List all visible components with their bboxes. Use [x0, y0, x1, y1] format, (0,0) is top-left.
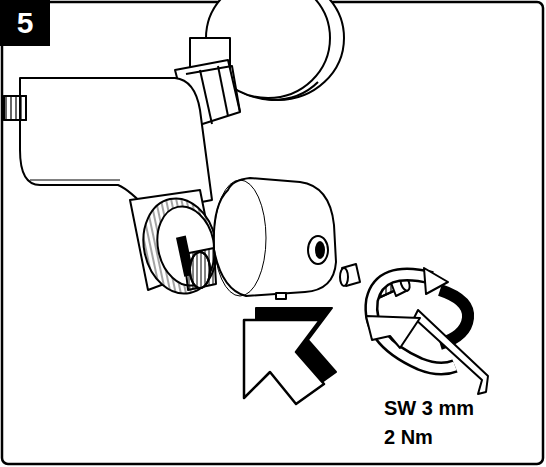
wrench-size: SW 3 mm [384, 396, 474, 421]
hex-key [414, 310, 488, 394]
step-number-box: 5 [0, 0, 50, 46]
spline-spindle [184, 248, 216, 290]
screw-hole [308, 236, 328, 264]
handle-cap [214, 178, 336, 296]
step-number: 5 [17, 8, 34, 38]
outlet-thread [4, 96, 26, 120]
spindle-thread [135, 192, 225, 301]
torque-value: 2 Nm [384, 425, 433, 450]
